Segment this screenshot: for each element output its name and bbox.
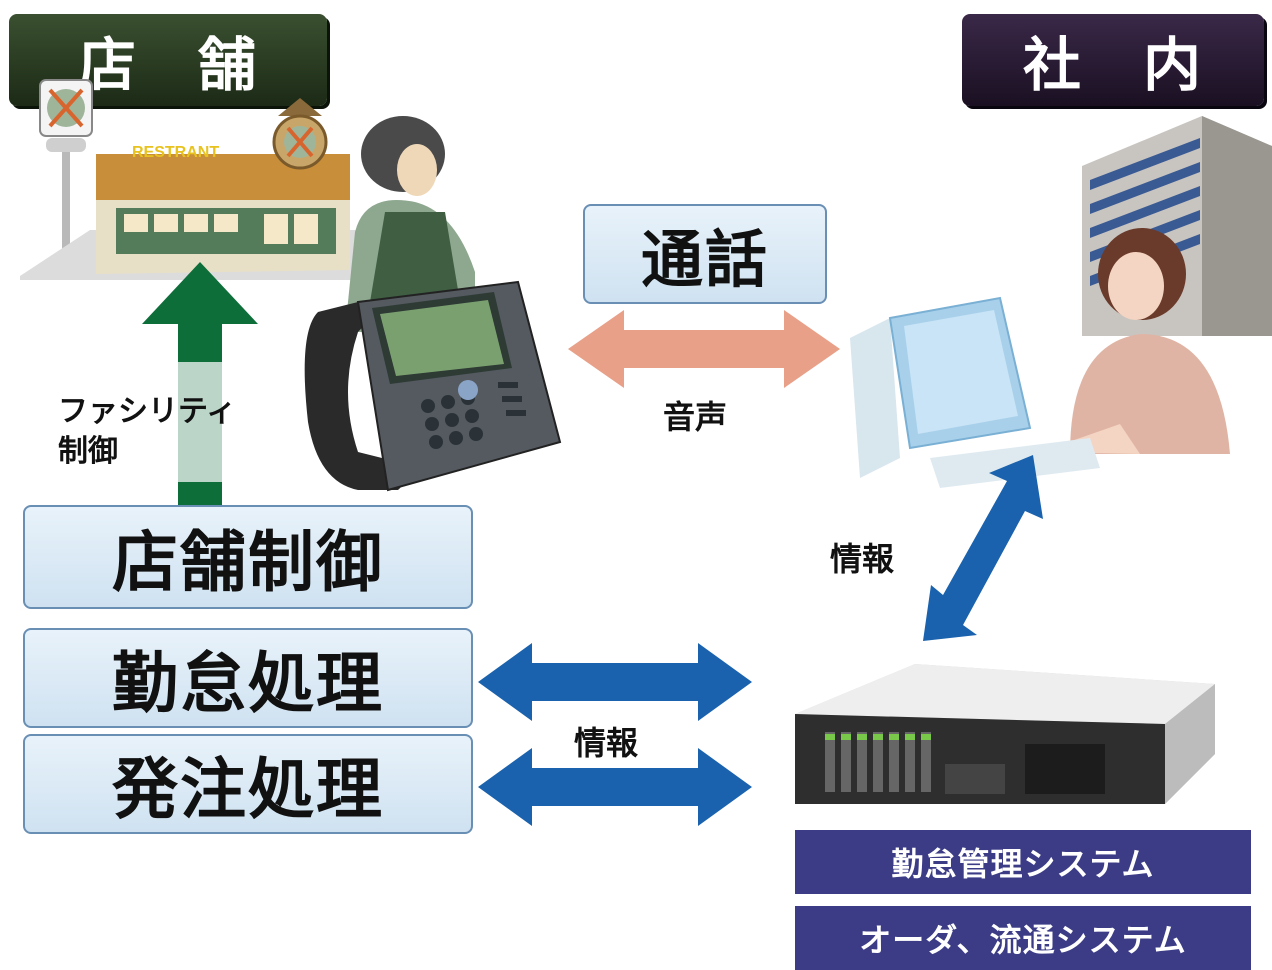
rack-server-illustration (795, 664, 1215, 804)
info-arrow-attendance (478, 643, 752, 721)
attendance-system-label: 勤怠管理システム (891, 845, 1155, 883)
office-header: 社 内 (962, 14, 1264, 106)
voice-label: 音声 (663, 398, 728, 436)
info-arrow-vertical (923, 455, 1043, 641)
facility-control-arrow (142, 262, 258, 512)
call-label: 通話 (640, 223, 769, 296)
attendance-box: 勤怠処理 (23, 628, 473, 728)
office-header-label: 社 内 (1022, 31, 1203, 99)
facility-label-line1: ファシリティ (58, 394, 237, 429)
facility-label-line2: 制御 (58, 434, 118, 469)
order-system-label: オーダ、流通システム (859, 921, 1187, 959)
store-control-box: 店舗制御 (23, 505, 473, 609)
info-label-vertical: 情報 (830, 540, 895, 578)
attendance-label: 勤怠処理 (112, 645, 384, 722)
ordering-box: 発注処理 (23, 734, 473, 834)
ip-phone-illustration (304, 280, 562, 492)
order-system-bar: オーダ、流通システム (795, 906, 1251, 970)
attendance-system-bar: 勤怠管理システム (795, 830, 1251, 894)
restaurant-illustration: RESTRANT (20, 79, 400, 280)
voice-arrow (568, 310, 840, 388)
info-label-horizontal: 情報 (574, 724, 639, 762)
info-arrow-ordering (478, 748, 752, 826)
call-box: 通話 (583, 204, 827, 304)
store-control-label: 店舗制御 (112, 524, 384, 601)
ordering-label: 発注処理 (112, 751, 384, 828)
restaurant-sign-text: RESTRANT (132, 144, 219, 161)
store-header-label: 店 舗 (77, 31, 258, 99)
